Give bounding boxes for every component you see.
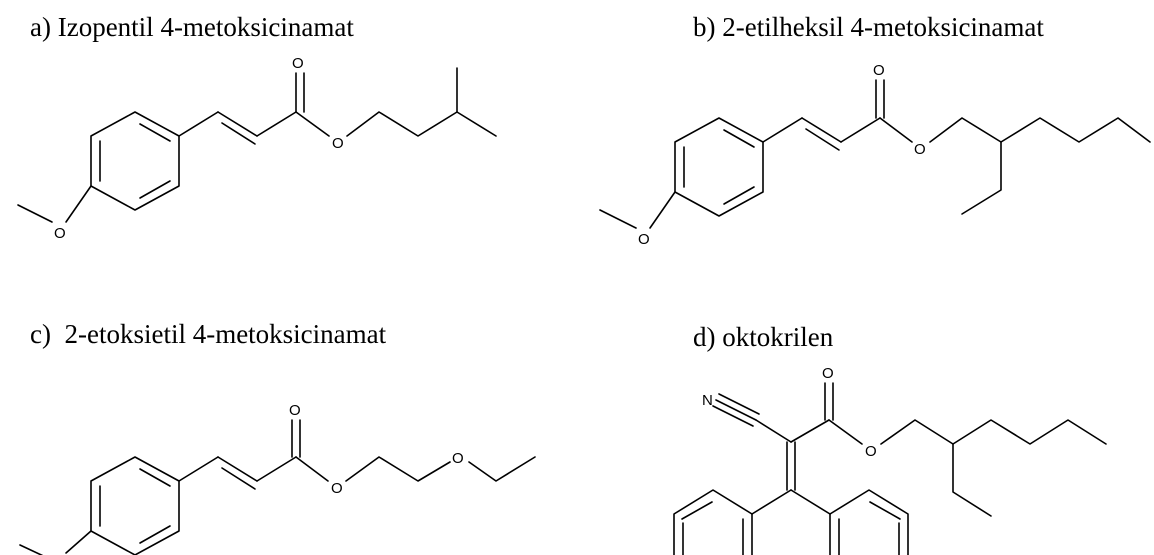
methoxy-o-a: O [54,225,66,242]
molecule-d: N O O [673,365,1107,555]
carbonyl-o-a: O [292,55,304,72]
ring-c [90,456,180,555]
ester-o-a: O [332,135,344,152]
carbonyl-o-c: O [289,402,301,419]
caption-c: c) 2-etoksietil 4-metoksicinamat [30,319,387,349]
caption-d: d) oktokrilen [693,322,834,352]
caption-a: a) Izopentil 4-metoksicinamat [30,12,354,42]
ring-a [90,111,180,211]
molecule-b: O O O [599,62,1151,248]
carbonyl-o-d: O [822,365,834,382]
ester-o-b: O [914,141,926,158]
ring-b [674,117,764,217]
ester-o-d: O [865,443,877,460]
methoxy-o-b: O [638,231,650,248]
ether-o-c: O [452,450,464,467]
nitrile-n-d: N [702,392,713,409]
molecule-c: O O O O [19,402,536,555]
carbonyl-o-b: O [873,62,885,79]
ester-o-c: O [331,480,343,497]
caption-b: b) 2-etilheksil 4-metoksicinamat [693,12,1044,42]
molecule-a: O O O [17,55,497,242]
